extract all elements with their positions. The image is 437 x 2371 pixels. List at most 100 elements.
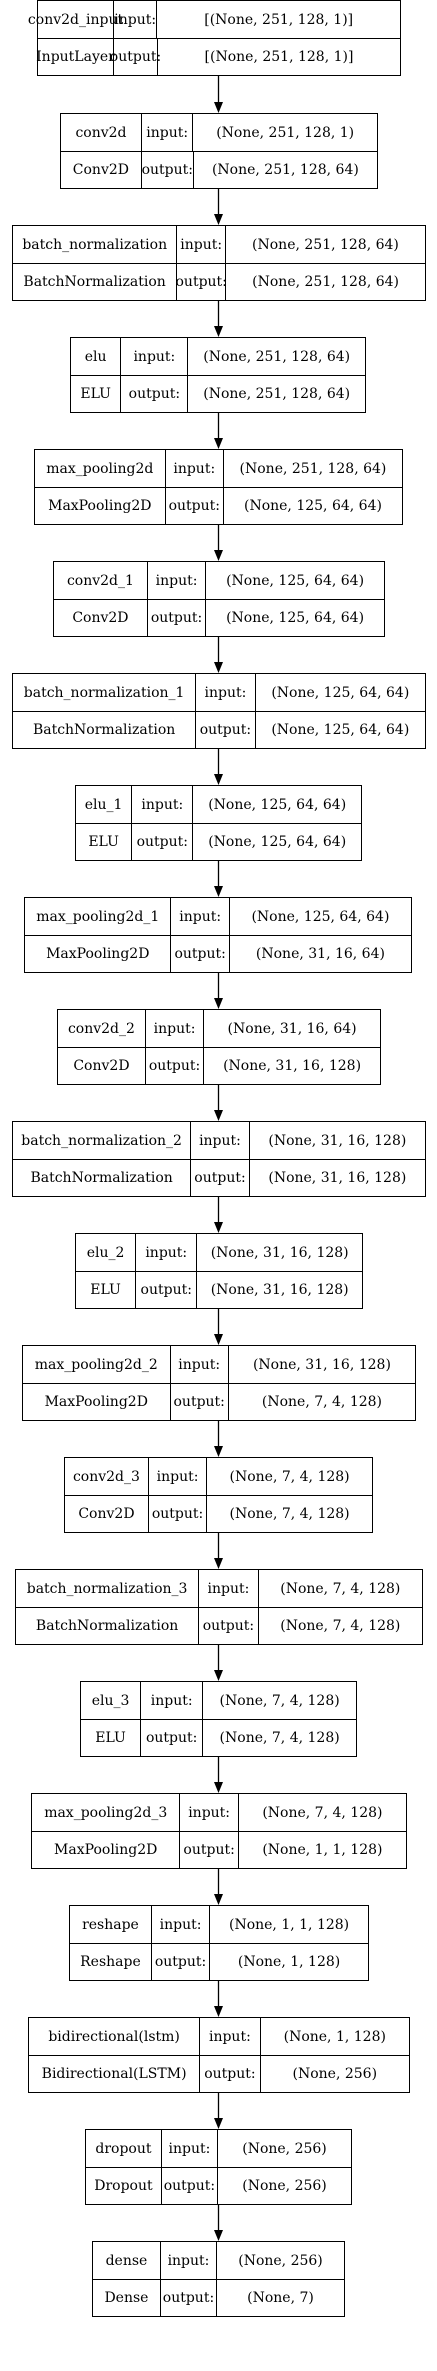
output-label: output: xyxy=(166,487,224,524)
input-label: input: xyxy=(177,226,226,263)
layer-name: elu_1 xyxy=(76,786,133,823)
input-label: input: xyxy=(196,674,256,711)
arrow-head-icon xyxy=(214,2006,223,2017)
output-shape: (None, 1, 128) xyxy=(237,1953,341,1970)
input-label: input: xyxy=(149,1458,208,1495)
output-shape: (None, 31, 16, 128) xyxy=(223,1057,362,1074)
input-shape: (None, 31, 16, 64) xyxy=(227,1020,357,1037)
input-label: input: xyxy=(152,1906,211,1943)
output-shape: (None, 251, 128, 64) xyxy=(203,385,351,402)
output-label: output: xyxy=(136,1271,198,1308)
arrow-head-icon xyxy=(214,1334,223,1345)
output-label: output: xyxy=(141,1719,204,1756)
arrow-head-icon xyxy=(214,662,223,673)
arrow-head-icon xyxy=(214,2118,223,2129)
input-shape: (None, 1, 128) xyxy=(283,2028,386,2045)
arrow-head-icon xyxy=(214,326,223,337)
input-shape: (None, 125, 64, 64) xyxy=(226,572,365,589)
arrow-head-icon xyxy=(214,2230,223,2241)
layer-name: batch_normalization_3 xyxy=(16,1570,200,1607)
arrow-head-icon xyxy=(214,774,223,785)
input-label: input: xyxy=(142,114,194,151)
input-shape: (None, 251, 128, 64) xyxy=(203,348,351,365)
input-label: input: xyxy=(200,2018,261,2055)
input-label: input: xyxy=(180,1794,239,1831)
layer-name: elu_3 xyxy=(81,1682,142,1719)
arrow-head-icon xyxy=(214,438,223,449)
layer-name: batch_normalization_2 xyxy=(13,1122,192,1159)
input-label: input: xyxy=(199,1570,259,1607)
input-label: input: xyxy=(114,1,158,38)
layer-type: MaxPooling2D xyxy=(25,935,172,972)
output-label: output: xyxy=(191,1159,250,1196)
output-shape: (None, 7) xyxy=(247,2289,314,2306)
input-shape: (None, 31, 16, 128) xyxy=(210,1244,349,1261)
output-label: output: xyxy=(146,1047,205,1084)
layer-name: dropout xyxy=(86,2130,162,2167)
output-label: output: xyxy=(152,1943,211,1980)
output-shape: (None, 7, 4, 128) xyxy=(219,1729,340,1746)
input-shape: (None, 7, 4, 128) xyxy=(229,1468,350,1485)
layer-name: dense xyxy=(93,2242,161,2279)
layer-name: batch_normalization xyxy=(13,226,178,263)
layer-type: MaxPooling2D xyxy=(23,1383,171,1420)
input-shape: (None, 256) xyxy=(238,2252,323,2269)
input-shape: (None, 7, 4, 128) xyxy=(262,1804,383,1821)
layer-type: ELU xyxy=(71,375,122,412)
layer-type: BatchNormalization xyxy=(13,1159,192,1196)
output-shape: (None, 1, 1, 128) xyxy=(262,1841,383,1858)
arrow-head-icon xyxy=(214,1222,223,1233)
output-shape: (None, 31, 16, 128) xyxy=(210,1281,349,1298)
output-shape: (None, 31, 16, 128) xyxy=(268,1169,407,1186)
layer-type: InputLayer xyxy=(36,38,115,75)
input-label: input: xyxy=(162,2130,219,2167)
input-shape: (None, 7, 4, 128) xyxy=(280,1580,401,1597)
layer-name: conv2d_2 xyxy=(58,1010,146,1047)
layer-type: Reshape xyxy=(70,1943,152,1980)
input-label: input: xyxy=(148,562,207,599)
arrow-head-icon xyxy=(214,998,223,1009)
output-label: output: xyxy=(110,38,161,75)
layer-name: elu xyxy=(71,338,122,375)
layer-type: Conv2D xyxy=(58,1047,146,1084)
output-label: output: xyxy=(180,1831,239,1868)
layer-name: bidirectional(lstm) xyxy=(29,2018,201,2055)
input-shape: (None, 251, 128, 64) xyxy=(252,236,399,253)
output-label: output: xyxy=(176,263,227,300)
arrow-head-icon xyxy=(214,550,223,561)
output-shape: (None, 251, 128, 64) xyxy=(252,273,400,290)
